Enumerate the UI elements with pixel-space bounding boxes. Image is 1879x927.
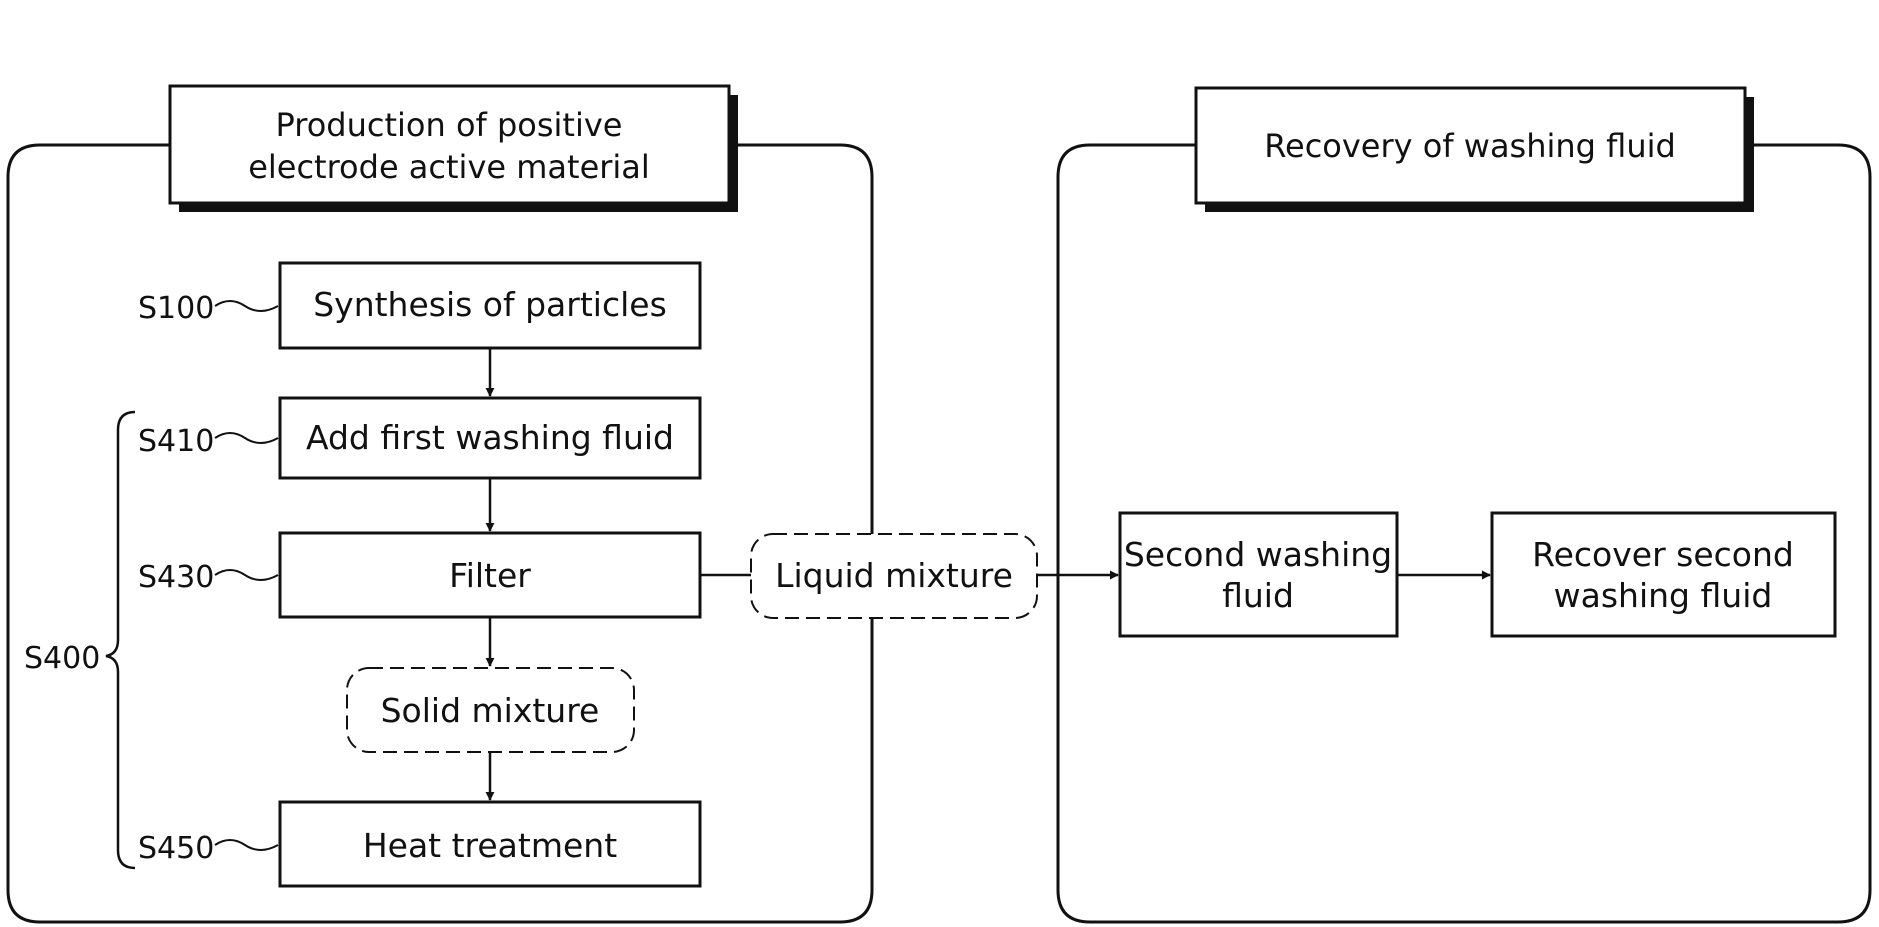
step-s410: Add first washing fluid xyxy=(280,398,700,478)
step-s450-text: Heat treatment xyxy=(363,826,617,865)
solid-mixture: Solid mixture xyxy=(347,668,634,752)
liquid-mixture-text: Liquid mixture xyxy=(775,556,1013,595)
step-recover-second: Recover second washing fluid xyxy=(1492,513,1835,636)
ref-s430: S430 xyxy=(138,560,278,595)
step-recover-second-box xyxy=(1492,513,1835,636)
ref-s100-tilde xyxy=(215,301,278,311)
step-s410-text: Add first washing fluid xyxy=(306,418,674,457)
step-second-washing-line1: Second washing xyxy=(1124,535,1392,574)
s400-label: S400 xyxy=(24,641,100,676)
step-s100: Synthesis of particles xyxy=(280,263,700,348)
production-title-line2: electrode active material xyxy=(248,148,650,186)
ref-s430-label: S430 xyxy=(138,560,214,595)
ref-s450-label: S450 xyxy=(138,831,214,866)
ref-s100-label: S100 xyxy=(138,291,214,326)
step-s100-text: Synthesis of particles xyxy=(313,285,667,324)
ref-s410-label: S410 xyxy=(138,424,214,459)
step-s430: Filter xyxy=(280,533,700,617)
ref-s450-tilde xyxy=(215,840,278,850)
ref-s410: S410 xyxy=(138,424,278,459)
production-panel: Production of positive electrode active … xyxy=(8,86,872,922)
s400-group: S400 xyxy=(24,412,135,868)
ref-s430-tilde xyxy=(215,570,278,580)
liquid-mixture: Liquid mixture xyxy=(751,534,1037,618)
step-recover-second-line2: washing fluid xyxy=(1554,576,1773,615)
production-title-line1: Production of positive xyxy=(276,106,623,144)
ref-s100: S100 xyxy=(138,291,278,326)
solid-mixture-text: Solid mixture xyxy=(381,691,600,730)
ref-s450: S450 xyxy=(138,831,278,866)
step-recover-second-line1: Recover second xyxy=(1532,535,1794,574)
step-s450: Heat treatment xyxy=(280,802,700,886)
step-second-washing-box xyxy=(1120,513,1397,636)
s400-brace xyxy=(106,412,135,868)
recovery-title: Recovery of washing fluid xyxy=(1264,127,1676,165)
step-s430-text: Filter xyxy=(449,556,531,595)
recovery-panel: Recovery of washing fluid xyxy=(1058,88,1870,922)
step-second-washing: Second washing fluid xyxy=(1120,513,1397,636)
step-second-washing-line2: fluid xyxy=(1222,576,1294,615)
ref-s410-tilde xyxy=(215,433,278,443)
